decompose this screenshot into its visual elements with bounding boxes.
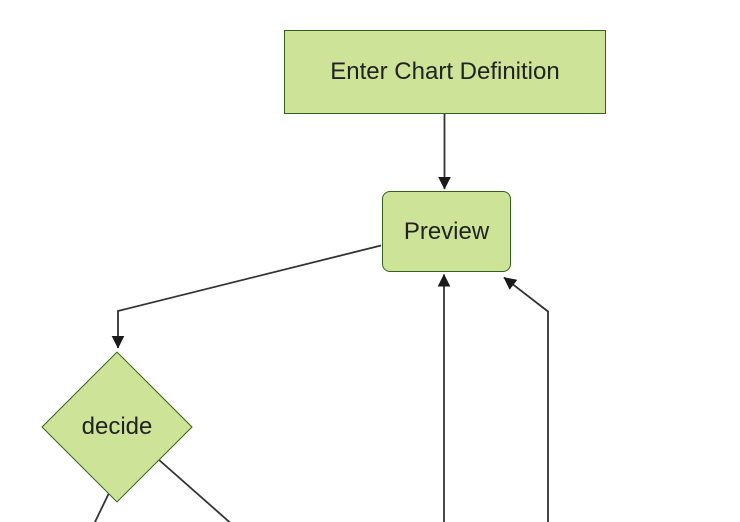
node-decide: decide — [41, 350, 193, 503]
node-enter-chart-definition-label: Enter Chart Definition — [330, 58, 560, 85]
edge-decide-to-offscreen-left — [93, 492, 110, 522]
edge-preview-to-decide — [111, 244, 382, 349]
edge-decide-to-offscreen-right — [157, 458, 231, 522]
node-preview-label: Preview — [403, 217, 490, 245]
node-decide-label: decide — [81, 412, 153, 440]
node-enter-chart-definition: Enter Chart Definition — [284, 30, 606, 114]
node-preview: Preview — [382, 191, 511, 272]
edge-offscreen-to-preview-corner — [503, 276, 549, 522]
